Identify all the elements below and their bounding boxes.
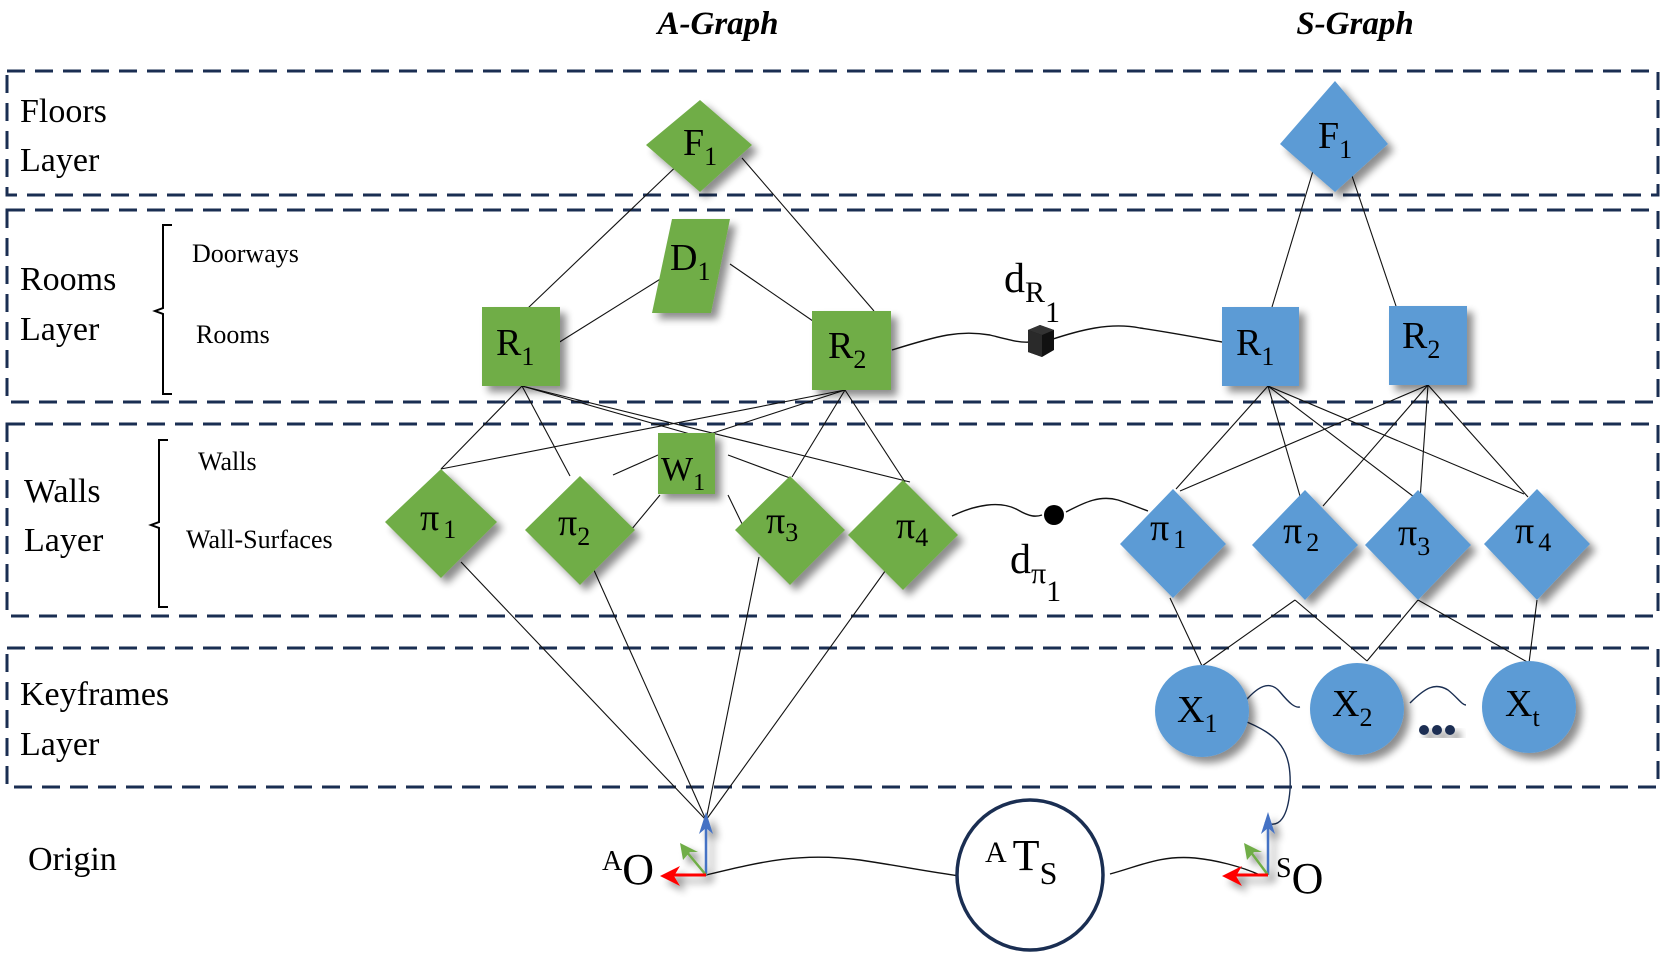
walls-sublabel: Walls [198,447,257,476]
doorways-sublabel: Doorways [192,239,299,268]
rooms-layer-box [5,208,1660,404]
floors-layer-label-2: Layer [20,142,100,179]
a-graph-plane-node-4[interactable] [848,480,958,590]
keyframe-link-1-2 [1241,684,1301,708]
a-doorway-label: D1 [670,237,710,286]
a-graph-edges [440,157,911,821]
s-graph-plane-node-3[interactable] [1365,490,1471,600]
a-graph-floor-node[interactable] [646,100,752,192]
s-origin-axes-icon[interactable] [1222,812,1275,886]
wall-surfaces-sublabel: Wall-Surfaces [186,525,333,554]
s-room-2-label: R2 [1402,315,1440,364]
plane-link-curve-right [1065,497,1149,513]
a-graph-title: A-Graph [655,6,778,42]
a-plane-2-label: π2 [558,502,590,551]
rooms-layer-label-1: Rooms [20,261,116,298]
a-plane-3-label: π3 [766,500,798,547]
s-graph-edges [1169,160,1538,667]
a-graph-plane-node-2[interactable] [525,476,635,585]
rooms-layer-label-2: Layer [20,311,100,348]
walls-layer-label-2: Layer [24,522,104,559]
a-graph-room-node-1[interactable] [482,307,560,386]
rooms-sublabel: Rooms [196,320,270,349]
keyframes-layer-label-2: Layer [20,726,100,763]
a-graph-doorway-node[interactable] [652,219,730,313]
keyframe-t-label: Xt [1505,683,1540,732]
plane-link-node-dot-icon[interactable] [1044,505,1064,525]
room-link-node-cube-icon[interactable] [1028,325,1054,357]
room-link-curve-left [891,332,1031,351]
s-graph-plane-node-2[interactable] [1252,490,1358,600]
a-wall-label: W1 [661,451,705,496]
s-graph-plane-node-1[interactable] [1120,489,1226,598]
keyframes-layer-box [5,646,1660,789]
keyframes-ellipsis [1419,725,1455,735]
s-graph-title: S-Graph [1296,6,1413,42]
s-plane-3-label: π3 [1398,512,1430,561]
keyframe-1-label: X1 [1177,689,1217,738]
walls-layer-label-1: Walls [24,473,101,510]
origin-label: Origin [28,841,117,878]
s-graph-room-node-2[interactable] [1389,306,1467,385]
s-room-1-label: R1 [1236,322,1274,371]
a-graph-wall-node[interactable] [658,433,715,494]
a-graph-room-node-2[interactable] [812,311,891,390]
s-origin-label: SO [1276,853,1323,903]
keyframe-to-s-origin-link [1241,719,1291,825]
a-origin-label: AO [602,845,654,894]
s-graph-keyframe-node-1[interactable] [1155,665,1249,757]
plane-link-curve-left [951,503,1043,517]
transform-node[interactable] [955,798,1105,952]
rooms-brace [152,224,172,395]
keyframes-layer-label-1: Keyframes [20,676,169,713]
s-graph-keyframe-node-2[interactable] [1310,663,1404,755]
walls-brace [148,439,168,608]
s-graph-floor-node[interactable] [1280,81,1388,192]
a-graph-plane-node-3[interactable] [735,476,845,585]
keyframe-link-2-t [1409,685,1467,706]
floors-layer-label-1: Floors [20,93,107,130]
a-room-1-label: R1 [496,322,534,371]
a-origin-to-transform-link [705,856,961,877]
keyframe-2-label: X2 [1332,683,1372,732]
s-graph-room-node-1[interactable] [1222,307,1299,386]
floors-layer-box [5,69,1660,197]
plane-link-label: dπ1 [1010,537,1061,608]
s-floor-label: F1 [1318,115,1352,164]
room-link-curve-right [1049,325,1223,343]
a-graph-plane-node-1[interactable] [385,469,497,578]
room-link-label: dR1 [1004,256,1060,329]
a-origin-axes-icon[interactable] [660,812,713,886]
s-graph-keyframe-node-t[interactable] [1482,661,1576,753]
a-plane-4-label: π4 [896,505,928,552]
a-floor-label: F1 [683,122,717,171]
a-room-2-label: R2 [828,325,866,374]
s-graph-plane-node-4[interactable] [1484,489,1590,600]
walls-layer-box [5,422,1660,618]
